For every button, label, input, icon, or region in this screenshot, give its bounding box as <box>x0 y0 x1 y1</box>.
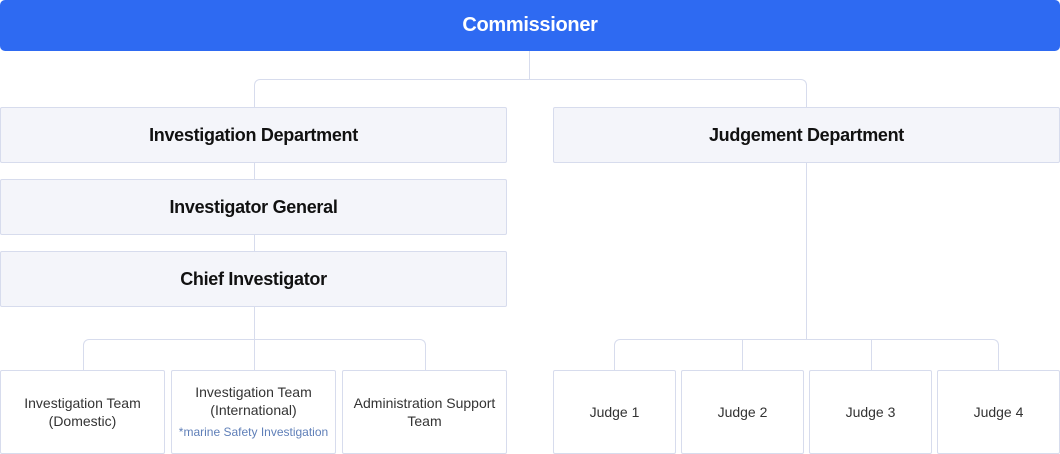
team-international-box: Investigation Team (International) *mari… <box>171 370 336 454</box>
judge-4-box: Judge 4 <box>937 370 1060 454</box>
investigator-general-label: Investigator General <box>169 196 338 217</box>
commissioner-box: Commissioner <box>0 0 1060 51</box>
judge-2-box: Judge 2 <box>681 370 804 454</box>
connector-general-chief <box>254 234 255 252</box>
judge-4-label: Judge 4 <box>973 404 1024 420</box>
judge-3-box: Judge 3 <box>809 370 932 454</box>
commissioner-label: Commissioner <box>462 14 598 36</box>
connector-judge-2 <box>742 339 743 371</box>
judge-1-box: Judge 1 <box>553 370 676 454</box>
judgement-department-label: Judgement Department <box>708 124 905 145</box>
judge-1-label: Judge 1 <box>589 404 640 420</box>
connector-judgement-down <box>806 162 807 339</box>
team-international-note: *marine Safety Investigation <box>178 425 329 439</box>
team-domestic-box: Investigation Team (Domestic) <box>0 370 165 454</box>
connector-dept-general <box>254 162 255 180</box>
judge-2-label: Judge 2 <box>717 404 768 420</box>
connector-chief-teams <box>254 306 255 370</box>
investigator-general-box: Investigator General <box>0 179 507 235</box>
team-domestic-label: Investigation Team (Domestic) <box>24 395 141 429</box>
investigation-department-box: Investigation Department <box>0 107 507 163</box>
team-admin-support-label: Administration Support Team <box>353 395 496 429</box>
chief-investigator-label: Chief Investigator <box>180 268 327 289</box>
judgement-department-box: Judgement Department <box>553 107 1060 163</box>
connector-judges <box>614 339 999 371</box>
team-international-label: Investigation Team (International) <box>195 384 312 418</box>
chief-investigator-box: Chief Investigator <box>0 251 507 307</box>
connector-judge-3 <box>871 339 872 371</box>
connector-teams <box>83 339 426 371</box>
team-admin-support-box: Administration Support Team <box>342 370 507 454</box>
judge-3-label: Judge 3 <box>845 404 896 420</box>
connector-departments <box>254 79 807 108</box>
investigation-department-label: Investigation Department <box>149 124 358 145</box>
connector-commissioner-down <box>529 51 530 79</box>
